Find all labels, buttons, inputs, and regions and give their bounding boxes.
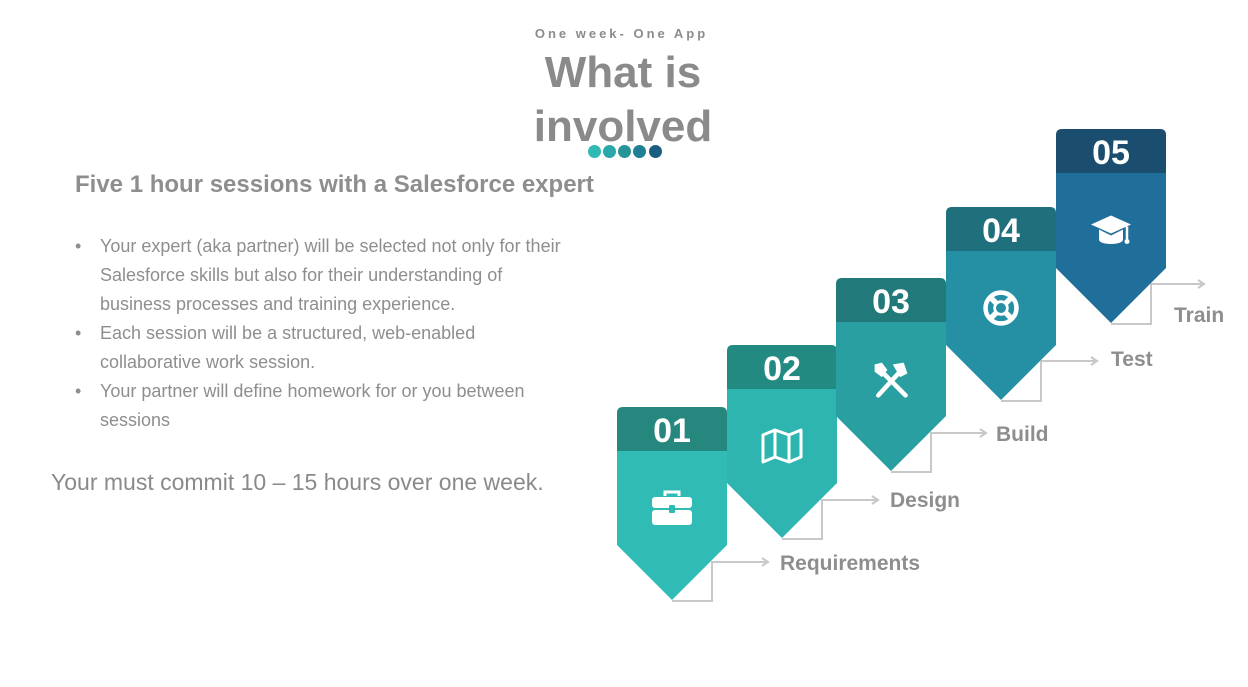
bullet-marker: •: [75, 236, 82, 256]
step-header: [727, 345, 837, 389]
slide-title: What is involved: [0, 46, 1246, 154]
step-connector-line: [672, 561, 768, 602]
dot-5: [649, 145, 662, 158]
step-number: 01: [653, 412, 691, 450]
dot-2: [603, 145, 616, 158]
bullet-item: • Each session will be a structured, web…: [75, 319, 595, 377]
title-line-2: involved: [533, 102, 713, 151]
step-connector-arrow: [1197, 279, 1206, 289]
step-label: Train: [1174, 304, 1224, 327]
dot-1: [588, 145, 601, 158]
bullet-line: business processes and training experien…: [100, 294, 456, 314]
step-connector-line: [1001, 360, 1097, 402]
step-connector-line: [782, 499, 878, 540]
dot-3: [618, 145, 631, 158]
step-label: Requirements: [780, 552, 920, 575]
step-label: Test: [1111, 348, 1153, 371]
steps-group: 01Requirements02Design03Build04Test05Tra…: [617, 129, 1224, 602]
step-label: Design: [890, 489, 960, 512]
section-heading: Five 1 hour sessions with a Salesforce e…: [75, 171, 594, 198]
step-header: [617, 407, 727, 451]
title-line-1: What is: [544, 48, 702, 97]
step-header: [836, 278, 946, 322]
step-number: 03: [872, 283, 910, 321]
step-arrow-body: [1056, 173, 1166, 323]
slide-subtitle: One week- One App: [534, 26, 709, 41]
bullet-line: collaborative work session.: [100, 352, 316, 372]
bullet-line: Your expert (aka partner) will be select…: [100, 236, 561, 256]
bullet-marker: •: [75, 381, 82, 401]
bullet-item: • Your expert (aka partner) will be sele…: [75, 232, 595, 319]
bullet-line: Each session will be a structured, web-e…: [100, 323, 476, 343]
bullet-line: Your partner will define homework for or…: [100, 381, 525, 401]
step-arrow-body: [836, 322, 946, 471]
bullet-line: Salesforce skills but also for their und…: [100, 265, 503, 285]
step-number: 05: [1092, 134, 1130, 172]
step-header: [1056, 129, 1166, 173]
step-number: 04: [982, 212, 1020, 250]
step-connector-line: [1111, 283, 1204, 325]
bullet-marker: •: [75, 323, 82, 343]
dot-4: [633, 145, 646, 158]
step-number: 02: [763, 350, 801, 388]
commitment-text: Your must commit 10 – 15 hours over one …: [51, 469, 544, 495]
step-connector-arrow: [871, 495, 880, 505]
step-header: [946, 207, 1056, 251]
bullet-line: sessions: [100, 410, 171, 430]
step-connector-arrow: [979, 428, 988, 438]
bullet-item: • Your partner will define homework for …: [75, 377, 595, 435]
bullet-list: • Your expert (aka partner) will be sele…: [75, 232, 595, 435]
step-connector-arrow: [761, 557, 770, 567]
step-connector-line: [891, 432, 986, 473]
step-arrow-body: [617, 451, 727, 600]
step-label: Build: [996, 423, 1049, 446]
step-connector-arrow: [1090, 356, 1099, 366]
step-arrow-body: [727, 389, 837, 538]
